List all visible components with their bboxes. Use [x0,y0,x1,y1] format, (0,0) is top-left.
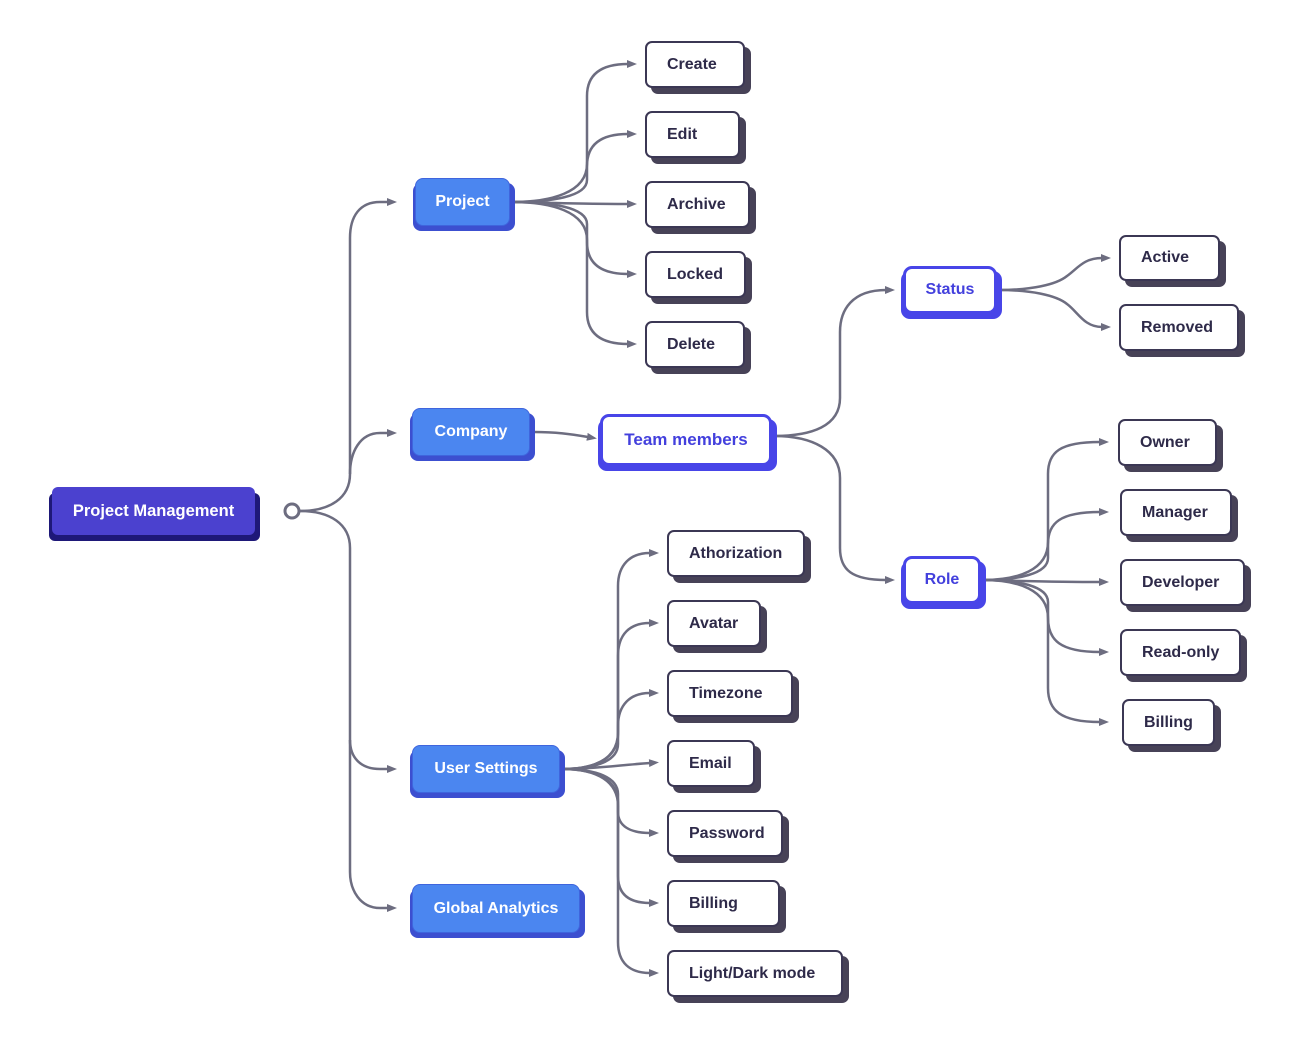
edge-root-company [348,429,397,475]
node-avatar[interactable]: Avatar [667,600,761,647]
edge-status-removed [998,288,1111,331]
node-developer[interactable]: Developer [1120,559,1245,606]
edge-role-owner [982,438,1109,582]
node-user-settings[interactable]: User Settings [412,745,560,793]
edge-us-athorization [561,549,659,771]
edge-us-email [561,759,659,771]
node-owner[interactable]: Owner [1118,419,1217,466]
edge-us-lightdark [561,767,659,977]
node-locked[interactable]: Locked [645,251,746,298]
node-delete[interactable]: Delete [645,321,745,368]
node-manager[interactable]: Manager [1120,489,1232,536]
node-edit[interactable]: Edit [645,111,740,158]
node-team-members[interactable]: Team members [600,414,772,466]
node-email[interactable]: Email [667,740,755,787]
edge-us-billing [561,767,659,907]
edge-us-timezone [561,689,659,771]
edge-root-global-analytics [299,509,397,912]
node-create[interactable]: Create [645,41,745,88]
edge-team-members-role [773,434,895,584]
edge-root-user-settings [348,739,397,773]
edge-project-edit [511,130,637,204]
node-read-only[interactable]: Read-only [1120,629,1241,676]
node-global-analytics[interactable]: Global Analytics [412,884,580,933]
node-role-billing[interactable]: Billing [1122,699,1215,746]
node-password[interactable]: Password [667,810,783,857]
node-athorization[interactable]: Athorization [667,530,805,577]
node-company[interactable]: Company [412,408,530,456]
node-project[interactable]: Project [415,178,510,226]
node-removed[interactable]: Removed [1119,304,1239,351]
edge-project-create [511,60,637,204]
collapse-handle[interactable] [283,502,301,520]
node-active[interactable]: Active [1119,235,1220,281]
edge-role-billing [982,578,1109,726]
edge-role-manager [982,508,1109,582]
edge-root-project [299,198,397,513]
node-user-billing[interactable]: Billing [667,880,780,927]
node-archive[interactable]: Archive [645,181,750,228]
edge-company-team-members [533,430,597,441]
node-status[interactable]: Status [903,266,997,314]
node-timezone[interactable]: Timezone [667,670,793,717]
edge-team-members-status [773,286,895,438]
node-project-management[interactable]: Project Management [52,487,255,535]
node-light-dark-mode[interactable]: Light/Dark mode [667,950,843,997]
node-role[interactable]: Role [903,556,981,604]
edge-role-read-only [982,578,1109,656]
edge-project-delete [511,200,637,348]
edge-status-active [998,254,1111,292]
